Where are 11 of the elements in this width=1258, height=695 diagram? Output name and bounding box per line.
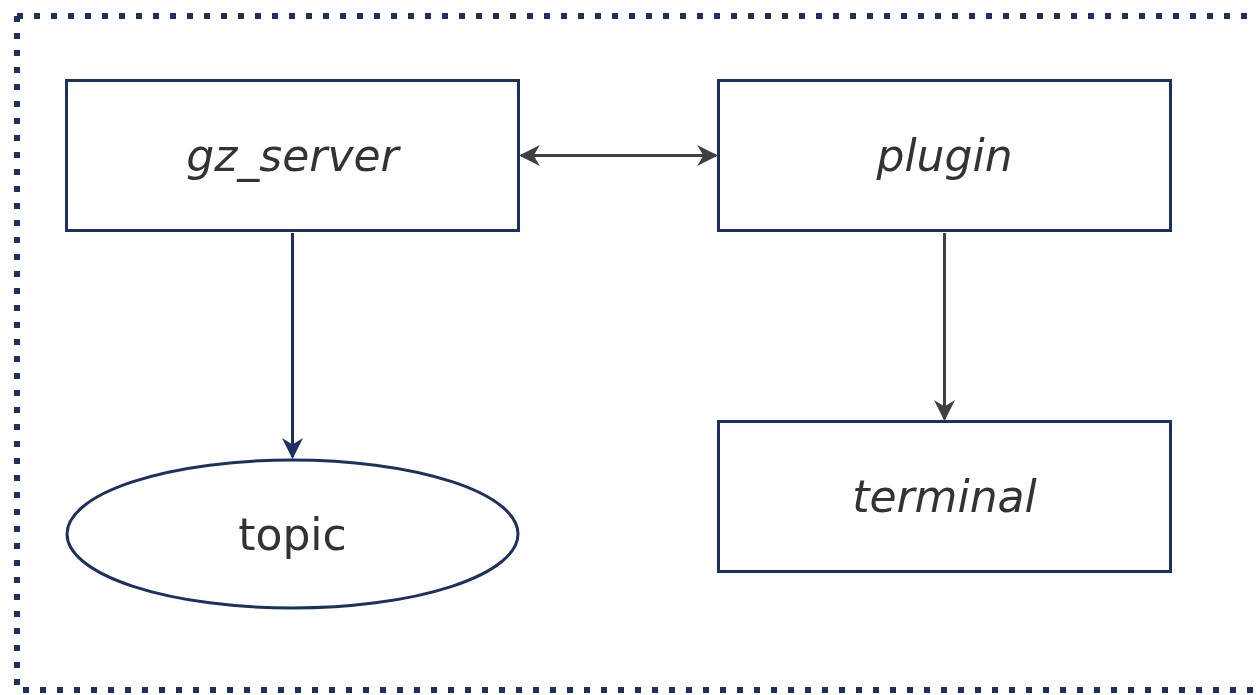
- process-box: [717, 420, 1172, 573]
- arrow: [518, 145, 719, 166]
- process-box: [65, 79, 520, 232]
- topic-ellipse: [65, 458, 520, 610]
- arrow: [934, 233, 955, 422]
- process-box: [717, 79, 1172, 232]
- node-label: terminal: [852, 471, 1037, 522]
- node-label: topic: [238, 508, 347, 560]
- node-label: plugin: [876, 130, 1013, 181]
- arrow: [282, 233, 303, 460]
- node-label: gz_server: [186, 130, 399, 181]
